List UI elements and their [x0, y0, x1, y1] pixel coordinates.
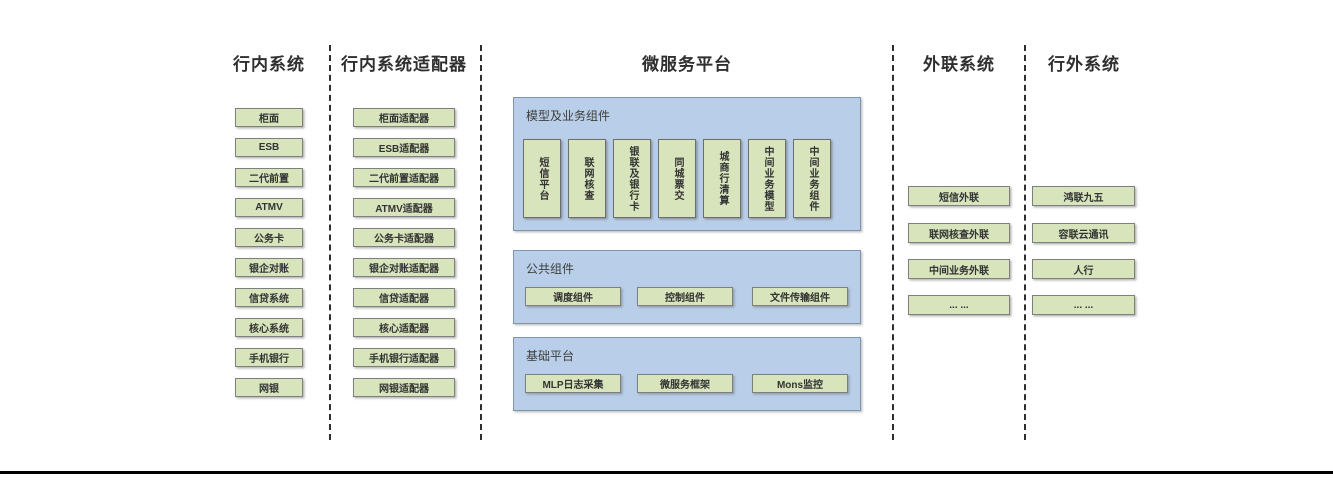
box-external-system: 人行	[1032, 259, 1135, 279]
box-internal-system: 公务卡	[235, 228, 303, 247]
box-internal-system: 银企对账	[235, 258, 303, 277]
column-header-internal-systems: 行内系统	[233, 55, 305, 74]
box-internal-system: 核心系统	[235, 318, 303, 337]
box-adapter: 手机银行适配器	[353, 348, 455, 367]
box-external-system: 容联云通讯	[1032, 223, 1135, 243]
box-model-component: 中间业务组件	[793, 139, 831, 218]
column-separator	[892, 45, 894, 440]
box-internal-system: 信贷系统	[235, 288, 303, 307]
box-base-platform: 微服务框架	[637, 374, 733, 393]
box-external-system: 鸿联九五	[1032, 186, 1135, 206]
box-adapter: 公务卡适配器	[353, 228, 455, 247]
box-internal-system: 网银	[235, 378, 303, 397]
bottom-divider-line	[0, 471, 1333, 474]
box-model-component: 联网核查	[568, 139, 606, 218]
column-separator	[1024, 45, 1026, 440]
box-model-component: 中间业务模型	[748, 139, 786, 218]
box-external-link: 联网核查外联	[908, 223, 1010, 243]
column-header-external-systems: 行外系统	[1048, 55, 1120, 74]
box-model-component: 短信平台	[523, 139, 561, 218]
box-model-component: 同城票交	[658, 139, 696, 218]
box-internal-system: 柜面	[235, 108, 303, 127]
box-common-component: 控制组件	[637, 287, 733, 306]
box-adapter: ATMV适配器	[353, 198, 455, 217]
panel-title: 基础平台	[526, 349, 575, 363]
box-adapter: 二代前置适配器	[353, 168, 455, 187]
column-header-external-link-systems: 外联系统	[923, 55, 995, 74]
box-adapter: 网银适配器	[353, 378, 455, 397]
column-header-internal-adapters: 行内系统适配器	[341, 55, 467, 74]
box-internal-system: ESB	[235, 138, 303, 157]
column-header-microservice-platform: 微服务平台	[642, 55, 732, 74]
box-external-link: ... ...	[908, 295, 1010, 315]
box-adapter: ESB适配器	[353, 138, 455, 157]
box-adapter: 柜面适配器	[353, 108, 455, 127]
box-model-component: 银联及银行卡	[613, 139, 651, 218]
box-model-component: 城商行清算	[703, 139, 741, 218]
box-adapter: 核心适配器	[353, 318, 455, 337]
box-internal-system: ATMV	[235, 198, 303, 217]
column-separator	[480, 45, 482, 440]
box-common-component: 文件传输组件	[752, 287, 848, 306]
box-internal-system: 手机银行	[235, 348, 303, 367]
box-base-platform: MLP日志采集	[525, 374, 621, 393]
box-common-component: 调度组件	[525, 287, 621, 306]
box-base-platform: Mons监控	[752, 374, 848, 393]
column-separator	[329, 45, 331, 440]
box-external-link: 短信外联	[908, 186, 1010, 206]
box-adapter: 信贷适配器	[353, 288, 455, 307]
panel-title: 公共组件	[526, 262, 575, 276]
panel-title: 模型及业务组件	[526, 109, 611, 123]
box-adapter: 银企对账适配器	[353, 258, 455, 277]
box-external-link: 中间业务外联	[908, 259, 1010, 279]
box-external-system: ... ...	[1032, 295, 1135, 315]
box-internal-system: 二代前置	[235, 168, 303, 187]
